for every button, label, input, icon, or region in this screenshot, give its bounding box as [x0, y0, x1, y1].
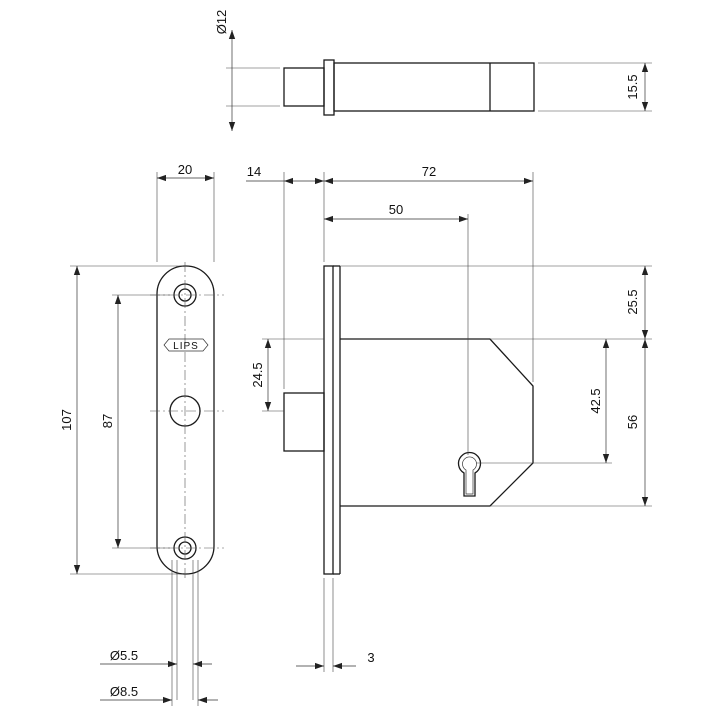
- dim-label-bolt-projection: 14: [247, 164, 261, 179]
- keyhole: [457, 451, 482, 497]
- front-plate-view: LIPS: [70, 172, 224, 706]
- lock-side-view: [246, 172, 652, 672]
- face-plate-side: [323, 265, 334, 575]
- bolt-top-view: [226, 30, 652, 131]
- dim-label-case-length: 72: [422, 164, 436, 179]
- keyhole-outline: [457, 451, 482, 497]
- dim-label-backset: 50: [389, 202, 403, 217]
- bolt-body: [333, 62, 535, 112]
- dim-label-bolt-height: 15.5: [625, 74, 640, 99]
- dim-label-plate-thickness: 3: [367, 650, 374, 665]
- bolt-tip: [283, 67, 325, 107]
- dim-label-top-offset: 25.5: [625, 289, 640, 314]
- front-plate: [156, 265, 215, 575]
- dim-label-hole-spacing: 87: [100, 414, 115, 428]
- keyhole-inner: [462, 456, 477, 495]
- dim-label-case-height: 56: [625, 415, 640, 429]
- logo-text: LIPS: [173, 341, 199, 352]
- dimension-labels: Ø12 15.5 20 14 72 50 107 87 24.5 25.5 42…: [59, 10, 640, 699]
- dim-label-plate-width: 20: [178, 162, 192, 177]
- bolt-collar: [323, 59, 335, 116]
- dim-label-bolt-offset: 24.5: [250, 362, 265, 387]
- dim-label-bolt-diameter: Ø12: [214, 10, 229, 35]
- dim-label-plate-height: 107: [59, 409, 74, 431]
- dim-label-keyhole-offset: 42.5: [588, 388, 603, 413]
- dim-label-hole-large: Ø8.5: [110, 684, 138, 699]
- dim-label-hole-small: Ø5.5: [110, 648, 138, 663]
- bolt-projection: [283, 392, 325, 452]
- lock-case-body: [340, 338, 534, 507]
- logo-badge-outline: [163, 338, 209, 352]
- lips-logo: LIPS: [163, 338, 209, 352]
